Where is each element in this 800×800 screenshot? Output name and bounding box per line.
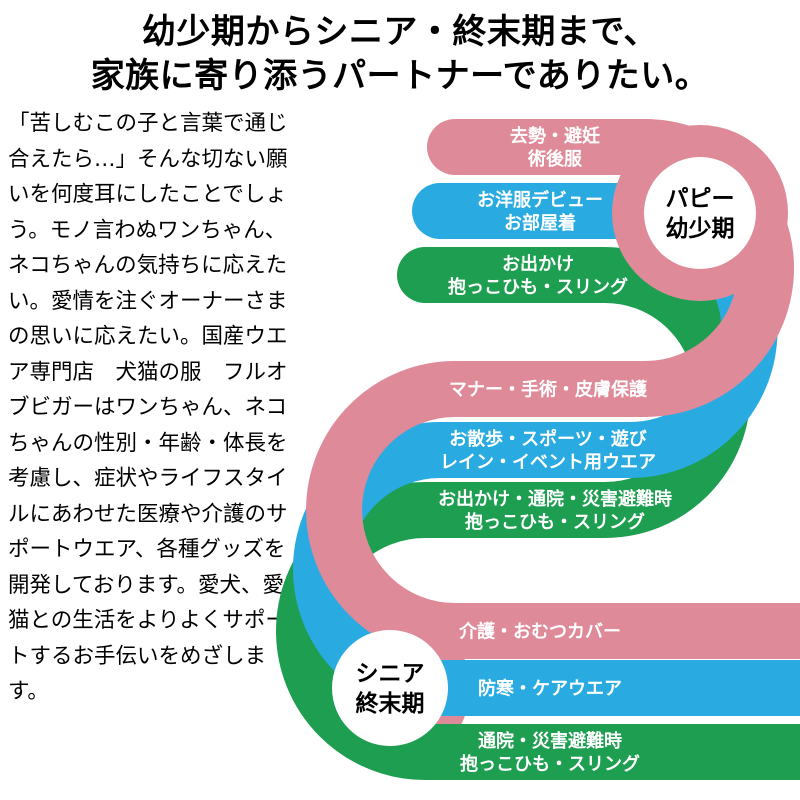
band-label-care-diaper-cover: 介護・おむつカバー bbox=[459, 621, 621, 644]
band-label-line: 抱っこひも・スリング bbox=[465, 512, 645, 533]
band-label-line: お洋服デビュー bbox=[477, 190, 603, 211]
band-label-line: 抱っこひも・スリング bbox=[460, 754, 640, 775]
page-title: 幼少期からシニア・終末期まで、 家族に寄り添うパートナーでありたい。 bbox=[0, 10, 800, 98]
band-label-line: レイン・イベント用ウエア bbox=[440, 452, 656, 473]
band-label-outing-sling-puppy: お出かけ 抱っこひも・スリング bbox=[448, 253, 628, 299]
band-label-line: 抱っこひも・スリング bbox=[448, 277, 628, 298]
band-label-clothes-debut: お洋服デビュー お部屋着 bbox=[477, 189, 603, 235]
stage-label-senior: シニア 終末期 bbox=[356, 659, 425, 719]
stage-label-line: パピー bbox=[665, 186, 735, 212]
band-label-line: 去勢・避妊 bbox=[510, 126, 600, 147]
green-ribbon-path bbox=[276, 247, 800, 780]
intro-paragraph: 「苦しむこの子と言葉で通じ合えたら…」そんな切ない願いを何度耳にしたことでしょう… bbox=[8, 111, 288, 704]
band-label-cold-care-wear: 防寒・ケアウエア bbox=[478, 678, 622, 701]
senior-stage-circle bbox=[332, 630, 448, 746]
band-label-line: 防寒・ケアウエア bbox=[478, 678, 622, 700]
band-label-line: お出かけ bbox=[502, 254, 574, 275]
band-label-line: お部屋着 bbox=[504, 213, 576, 234]
band-label-line: 通院・災害避難時 bbox=[478, 731, 622, 752]
band-label-walk-sports-rain: お散歩・スポーツ・遊び レイン・イベント用ウエア bbox=[440, 428, 656, 474]
band-label-outing-hospital-sling: お出かけ・通院・災害避難時 抱っこひも・スリング bbox=[438, 488, 672, 534]
band-label-surgery-wear: 去勢・避妊 術後服 bbox=[510, 125, 600, 171]
puppy-stage-circle bbox=[644, 157, 756, 269]
band-label-line: マナー・手術・皮膚保護 bbox=[449, 379, 647, 401]
stage-label-line: 幼少期 bbox=[665, 216, 735, 242]
band-label-line: お散歩・スポーツ・遊び bbox=[449, 429, 647, 450]
band-label-line: 術後服 bbox=[528, 149, 582, 170]
stage-label-puppy: パピー 幼少期 bbox=[666, 184, 735, 244]
band-label-manner-surgery-skin: マナー・手術・皮膚保護 bbox=[449, 379, 647, 402]
page-title-line2: 家族に寄り添うパートナーでありたい。 bbox=[90, 56, 710, 96]
stage-label-line: 終末期 bbox=[355, 691, 425, 717]
band-label-line: 介護・おむつカバー bbox=[459, 621, 621, 643]
stage-label-line: シニア bbox=[355, 661, 425, 687]
band-label-hospital-sling-senior: 通院・災害避難時 抱っこひも・スリング bbox=[460, 730, 640, 776]
band-label-line: お出かけ・通院・災害避難時 bbox=[438, 489, 672, 510]
page-title-line1: 幼少期からシニア・終末期まで、 bbox=[141, 12, 659, 52]
